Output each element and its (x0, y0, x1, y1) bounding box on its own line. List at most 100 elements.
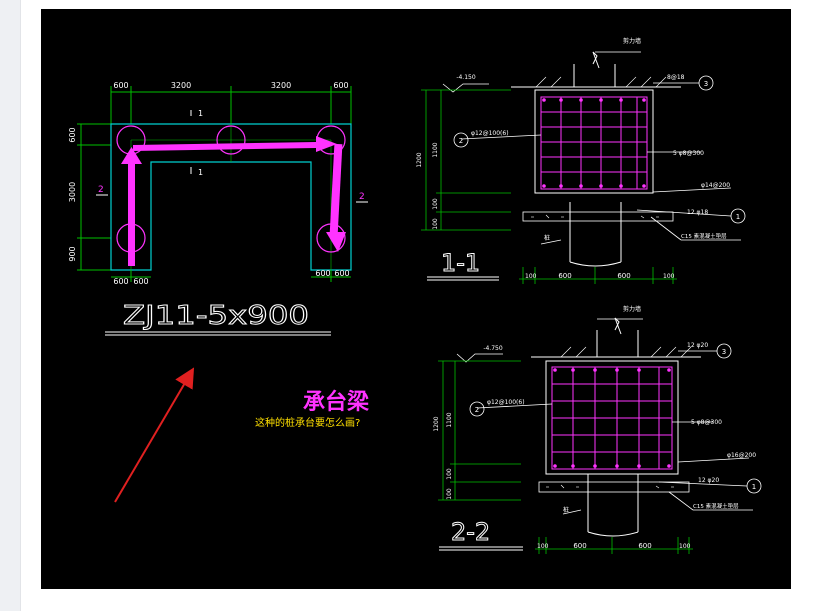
plan-dim-left-1: 3000 (68, 182, 77, 202)
s2-title: 2-2 (451, 518, 490, 546)
plan-dim-bottom-right-0: 600 (315, 269, 330, 278)
s2-dim-bottom-3: 100 (679, 543, 691, 550)
s2-dim-left-0: 1200 (433, 416, 440, 431)
s1-rebar-top: 8@18 (667, 74, 685, 81)
s1-dim-left-3: 100 (432, 218, 439, 230)
s2-wall-label: 剪力墙 (623, 305, 641, 313)
plan-center-lines (130, 112, 332, 270)
s2-dim-left (438, 360, 521, 501)
pile-circle (216, 125, 246, 155)
s2-dim-left-3: 100 (446, 488, 453, 500)
s2-circle-bot: 1 (752, 483, 756, 491)
s1-dim-left-0: 1200 (416, 152, 423, 167)
s1-concrete-label: C15 素混凝土垫层 (681, 232, 727, 240)
s1-dim-bottom-1: 600 (558, 272, 571, 280)
plan-direction-arrows (121, 136, 346, 266)
s2-cushion (538, 481, 690, 493)
annotation-question: 这种的桩承台要怎么画? (255, 416, 360, 429)
section-2-2: -4.750 剪力墙 (433, 305, 762, 554)
s1-dim-bottom-3: 100 (663, 273, 675, 280)
s2-cushion-dots (546, 484, 674, 489)
plan-section-label-right: 2 (359, 192, 365, 202)
s1-rebar-side: φ12@100(6) (471, 130, 509, 137)
plan-section-label-left: 2 (98, 185, 104, 195)
s1-title: 1-1 (441, 249, 480, 277)
plan-dim-top-1: 3200 (171, 81, 191, 90)
plan-dim-bottom-lines (111, 270, 351, 282)
cad-drawing-svg: 600 3200 3200 600 600 3000 900 (68, 37, 762, 554)
s1-dim-bottom-0: 100 (525, 273, 537, 280)
s2-rebar-cage (551, 366, 673, 470)
section-1-1: -4.150 剪力墙 (416, 37, 746, 284)
s1-circle-bot: 1 (736, 213, 740, 221)
s2-circle-top: 3 (722, 348, 726, 356)
plan-dim-bottom-left-0: 600 (113, 277, 128, 286)
red-pointer-arrow (114, 367, 195, 503)
plan-view: 600 3200 3200 600 600 3000 900 (68, 81, 368, 336)
plan-section-ticks (96, 194, 368, 203)
annotation: 承台梁 这种的桩承台要怎么画? (114, 367, 369, 503)
s1-rebar-cage (540, 96, 648, 190)
plan-dim-top-2: 3200 (271, 81, 291, 90)
cad-drawing-canvas: 600 3200 3200 600 600 3000 900 (41, 12, 791, 589)
s2-dim-bottom-1: 600 (573, 542, 586, 550)
s2-pile (587, 474, 639, 537)
annotation-heading: 承台梁 (303, 389, 369, 415)
s2-hatch-top (560, 346, 692, 358)
s2-circle-mid: 2 (475, 406, 479, 414)
plan-section-mark-bottom: 1 (198, 168, 203, 177)
s1-wall-label: 剪力墙 (623, 37, 641, 45)
s1-callout-lines (453, 75, 746, 245)
plan-dim-left-line (77, 123, 111, 271)
s2-wall (531, 317, 701, 358)
s2-stirrup: 5 φ8@300 (691, 419, 722, 426)
image-top-border (41, 9, 791, 12)
plan-dim-top-line (110, 86, 352, 124)
s1-stirrup: 5 φ8@300 (673, 150, 704, 157)
left-scroll-strip (0, 0, 21, 611)
plan-dim-left-0: 600 (68, 127, 77, 142)
plan-dim-left-2: 900 (68, 246, 77, 261)
s1-beam-body (534, 89, 654, 194)
s2-title-underline (439, 546, 523, 551)
s2-rebar-dots (553, 368, 671, 468)
plan-dim-top-3: 600 (333, 81, 348, 90)
s1-cushion-dots (531, 214, 659, 219)
s1-dim-bottom-2: 600 (617, 272, 630, 280)
s2-beam-body (545, 360, 679, 475)
plan-title: ZJ11-5x900 (123, 301, 309, 331)
s1-rebar-bottom: 12 φ18 (687, 209, 708, 216)
s2-rebar-bottom: 12 φ20 (698, 477, 719, 484)
s2-rebar-top: 12 φ20 (687, 342, 708, 349)
s2-dim-left-2: 100 (446, 468, 453, 480)
s1-wall (511, 51, 681, 88)
s1-hatch-top (535, 76, 667, 88)
plan-dim-top-0: 600 (113, 81, 128, 90)
s1-dim-left-1: 1100 (432, 142, 439, 157)
s2-concrete-label: C15 素混凝土垫层 (693, 502, 739, 510)
s1-pile (569, 202, 622, 267)
plan-section-mark-top: 1 (198, 109, 203, 118)
s2-elevation: -4.750 (483, 345, 503, 352)
s1-circle-top: 3 (704, 80, 708, 88)
s2-elevation-marker (456, 353, 503, 363)
s2-callout-lines (469, 343, 762, 515)
s2-dim-bottom (535, 537, 693, 554)
s1-rebar-side2: φ14@200 (701, 182, 730, 189)
plan-dim-bottom-right-1: 600 (334, 269, 349, 278)
s1-title-underline (427, 276, 499, 281)
s1-dim-bottom (519, 267, 677, 284)
s1-circle-mid: 2 (459, 137, 463, 145)
s1-pile-label: 桩 (544, 234, 550, 242)
s2-dim-bottom-2: 600 (638, 542, 651, 550)
plan-cap-outline (110, 123, 352, 271)
s2-rebar-side2: φ16@200 (727, 452, 756, 459)
s2-pile-label: 桩 (563, 506, 569, 514)
s1-dim-left-2: 100 (432, 198, 439, 210)
s2-dim-left-1: 1100 (446, 412, 453, 427)
plan-title-underline (105, 331, 331, 336)
s1-cushion (522, 211, 674, 222)
s2-rebar-side: φ12@100(6) (487, 399, 525, 406)
s1-dim-left (421, 89, 511, 231)
s1-elevation-marker (442, 83, 489, 93)
